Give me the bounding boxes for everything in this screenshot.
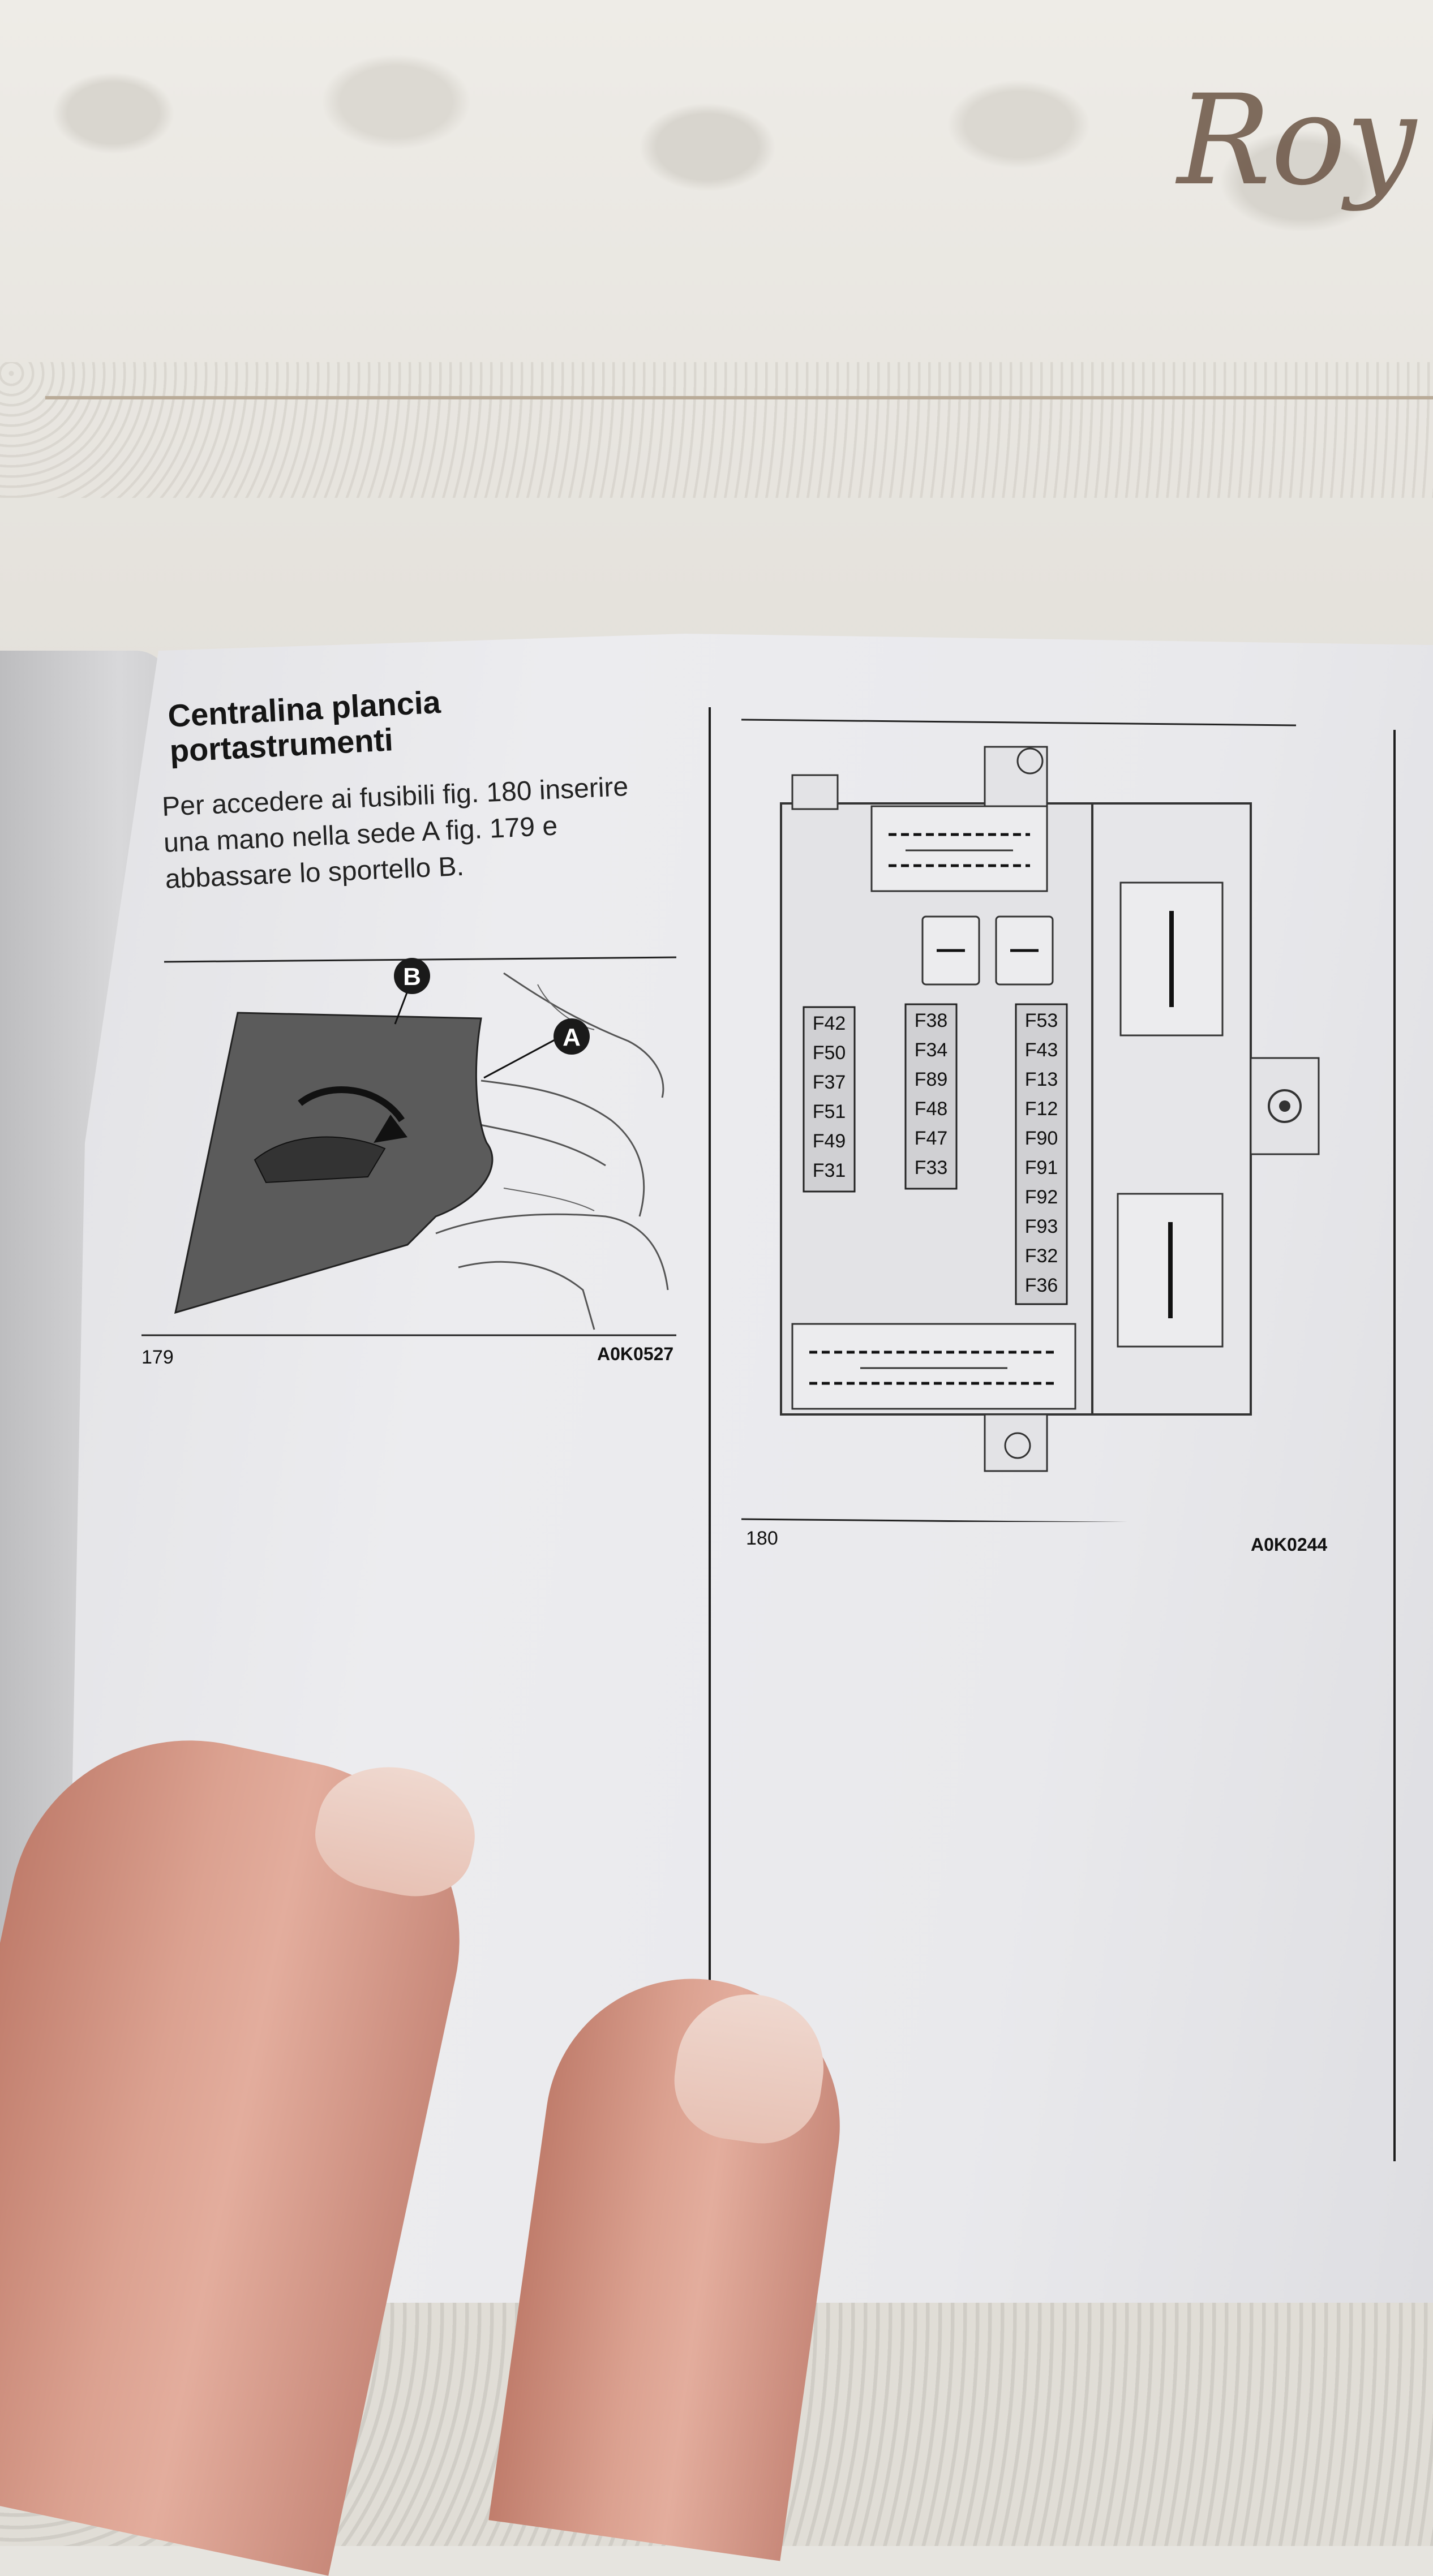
fuse-label: F47	[915, 1128, 948, 1149]
figure-179-illustration: B A	[141, 956, 677, 1336]
fuse-label: F34	[915, 1039, 948, 1061]
fuse-label: F31	[813, 1160, 846, 1181]
fuse-label: F93	[1025, 1216, 1058, 1237]
fuse-label: F38	[915, 1010, 948, 1031]
fuse-column-3: F53 F43 F13 F12 F90 F91 F92 F93 F32 F36	[1015, 1003, 1068, 1305]
fuse-label: F12	[1025, 1098, 1058, 1120]
fuse-label: F42	[813, 1013, 846, 1034]
instruction-paragraph: Per accedere ai fusibili fig. 180 inseri…	[161, 767, 675, 898]
fuse-label: F36	[1025, 1275, 1058, 1296]
fuse-label: F51	[813, 1101, 846, 1123]
figure-180-number: 180	[746, 1528, 778, 1549]
quilt-background	[0, 0, 1433, 668]
fuse-label: F90	[1025, 1128, 1058, 1149]
fuse-column-1: F42 F50 F37 F51 F49 F31	[803, 1006, 856, 1193]
fuse-label: F13	[1025, 1069, 1058, 1090]
lace-band	[0, 362, 1433, 498]
right-margin-rule	[1393, 730, 1396, 2161]
callout-b: B	[403, 963, 421, 991]
fuse-label: F89	[915, 1069, 948, 1090]
fuse-label: F33	[915, 1157, 948, 1179]
fuse-label: F91	[1025, 1157, 1058, 1179]
column-divider	[709, 707, 711, 1980]
figure-179-number: 179	[141, 1347, 174, 1368]
fuse-column-2: F38 F34 F89 F48 F47 F33	[904, 1003, 958, 1190]
figure-180-fusebox: F42 F50 F37 F51 F49 F31 F38 F34 F89 F48 …	[741, 719, 1320, 1522]
fuse-label: F37	[813, 1072, 846, 1093]
fabric-brand-text: Roy	[1177, 68, 1417, 213]
fuse-label: F43	[1025, 1039, 1058, 1061]
fuse-label: F53	[1025, 1010, 1058, 1031]
fuse-label: F50	[813, 1042, 846, 1064]
figure-179-code: A0K0527	[597, 1344, 674, 1364]
fuse-label: F32	[1025, 1245, 1058, 1267]
lace-stitch-line	[45, 396, 1433, 399]
figure-180-code: A0K0244	[1251, 1534, 1328, 1555]
fuse-label: F49	[813, 1130, 846, 1152]
fuse-label: F92	[1025, 1186, 1058, 1208]
callout-a: A	[563, 1023, 581, 1051]
fuse-label: F48	[915, 1098, 948, 1120]
